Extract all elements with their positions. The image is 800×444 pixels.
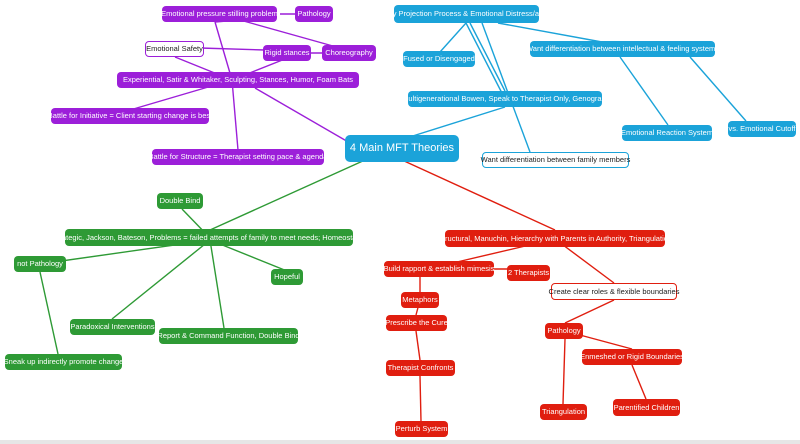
connector-green [209,159,366,231]
connector-blue [481,22,531,153]
node-perturb[interactable]: Perturb System [395,421,448,437]
node-structural[interactable]: Structural, Manuchin, Hierarchy with Par… [438,230,672,247]
node-not-pathology[interactable]: not Pathology [14,256,66,272]
connector-red [562,338,566,405]
node-experiential[interactable]: Experiential, Satir & Whitaker, Sculptin… [117,72,359,88]
connector-blue [619,56,669,126]
connector-blue [497,22,603,43]
node-hopeful[interactable]: Hopeful [271,269,303,285]
node-strategic[interactable]: Strategic, Jackson, Bateson, Problems = … [52,229,366,246]
node-sneak-up[interactable]: Sneak up indirectly promote change [4,354,123,370]
node-choreography[interactable]: Choreography [322,45,376,61]
connector-purple [231,79,239,151]
node-two-therapists[interactable]: 2 Therapists [507,265,550,281]
connector-purple [199,47,266,51]
node-build-rapport[interactable]: Build rapport & establish mimesis [384,261,494,277]
node-rigid-stances[interactable]: Rigid stances [263,45,311,61]
connector-red [631,364,647,400]
node-want-diff-intellectual[interactable]: Want differentiation between intellectua… [526,41,719,57]
node-parentified[interactable]: Parentified Children [613,399,680,416]
node-fused[interactable]: Fused or Disengaged [403,51,475,67]
node-paradoxical[interactable]: Paradoxical Interventions [70,319,155,335]
node-family-projection[interactable]: Family Projection Process & Emotional Di… [374,5,559,23]
node-emotional-cutoff[interactable]: vs. Emotional Cutoff [728,121,796,137]
node-metaphors[interactable]: Metaphors [401,292,439,308]
connector-red [401,159,556,231]
node-emotional-pressure[interactable]: Emotional pressure stilling problem [161,6,278,22]
node-pathology-purple[interactable]: Pathology [295,6,333,22]
node-battle-initiative[interactable]: Battle for Initiative = Client starting … [48,108,212,124]
canvas-scroll-edge [0,440,800,444]
node-multigenerational[interactable]: Multigenerational Bowen, Speak to Therap… [402,91,608,107]
node-root[interactable]: 4 Main MFT Theories [345,135,459,162]
node-pathology-red[interactable]: Pathology [545,323,583,339]
node-want-diff-family[interactable]: Want differentiation between family memb… [481,152,630,168]
node-emotional-safety[interactable]: Emotional Safety [145,41,204,57]
node-report-command[interactable]: Report & Command Function, Double Bind [157,328,300,344]
connector-blue [439,22,467,53]
node-clear-roles[interactable]: Create clear roles & flexible boundaries [549,283,679,300]
connector-blue [399,106,506,141]
node-therapist-confronts[interactable]: Therapist Confronts [386,360,455,376]
connector-red [564,299,615,324]
node-enmeshed[interactable]: Enmeshed or Rigid Boundaries [580,349,684,365]
node-battle-structure[interactable]: Battle for Structure = Therapist setting… [149,149,327,165]
connector-green [209,239,225,329]
node-triangulation[interactable]: Triangulation [540,404,587,420]
connector-red [415,330,421,361]
connector-purple [214,21,233,81]
connector-green [111,239,211,320]
connector-red [419,375,422,422]
connector-purple [254,87,351,144]
node-prescribe[interactable]: Prescribe the Cure [385,315,448,331]
connector-blue [469,22,506,92]
node-double-bind[interactable]: Double Bind [157,193,203,209]
connector-purple [239,19,341,49]
connector-green [39,271,59,355]
connector-blue [689,56,747,122]
node-emotional-reaction[interactable]: Emotional Reaction System [621,125,713,141]
connector-blue [465,22,506,100]
